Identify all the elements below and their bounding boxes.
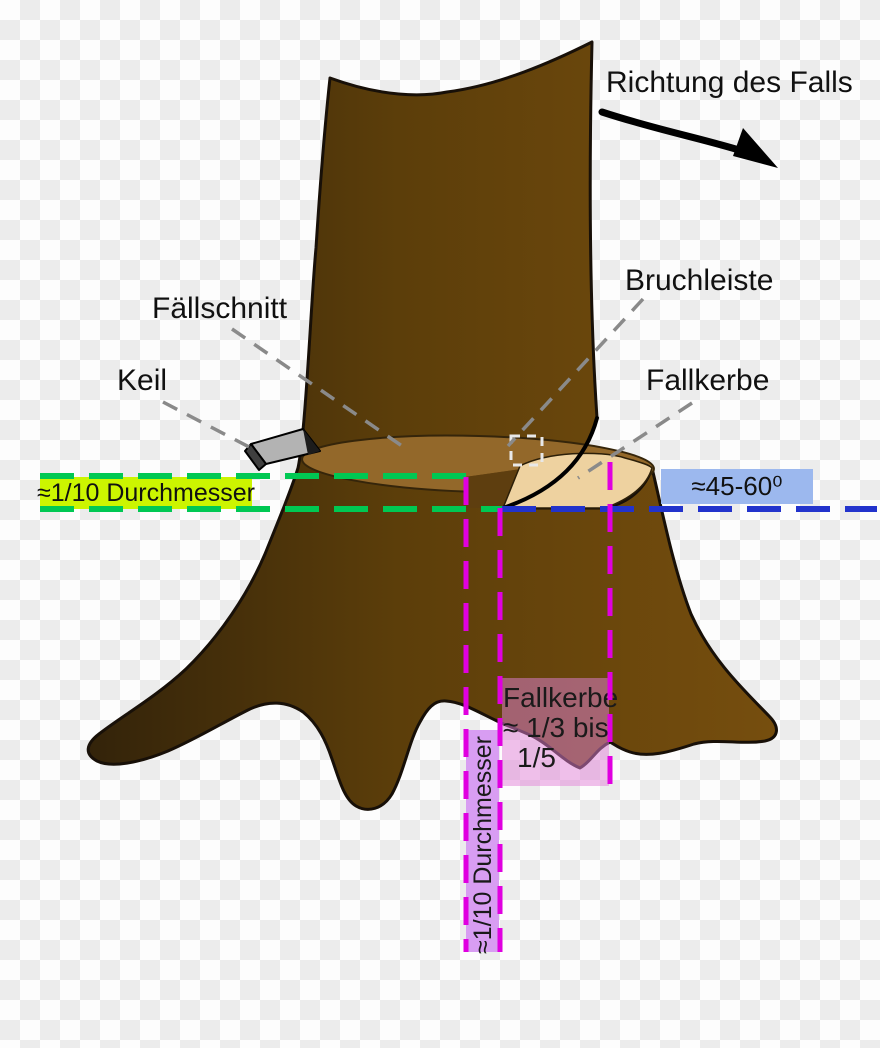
hinge-width-measure-box: ≈1/10 Durchmesser <box>37 477 255 509</box>
notch-back-wall-2 <box>465 464 557 508</box>
notch-depth-line2: ≈ 1/3 bis <box>503 712 609 743</box>
wedge-leader-line <box>162 400 254 451</box>
felling-cut-label: Fällschnitt <box>152 292 288 325</box>
notch-label: Fallkerbe <box>646 364 770 397</box>
hinge-marker-square <box>509 434 544 467</box>
notch-back-wall <box>465 464 557 508</box>
hinge-width-measure-label: ≈1/10 Durchmesser <box>37 478 255 507</box>
fall-direction-arrow <box>598 108 778 168</box>
wedge-label: Keil <box>117 364 168 397</box>
stump-width-measure-text: ≈1/10 Durchmesser <box>468 736 497 954</box>
cut-edge-arc <box>501 416 599 510</box>
trunk-shape <box>86 40 778 811</box>
notch-angle-measure-box: ≈45-60⁰ <box>661 469 813 504</box>
notch-face <box>501 452 653 509</box>
notch-angle-measure-label: ≈45-60⁰ <box>691 471 783 501</box>
hinge-leader-line <box>506 297 645 448</box>
stump-width-measure-label: ≈1/10 Durchmesser <box>468 725 498 965</box>
wedge-shape <box>244 428 321 471</box>
leader-lines <box>162 297 693 480</box>
felling-cut-leader-line <box>231 327 403 448</box>
felling-cut-surface <box>301 434 655 494</box>
hinge-label: Bruchleiste <box>625 264 774 297</box>
notch-depth-line1: Fallkerbe <box>503 682 619 713</box>
direction-of-fall-label: Richtung des Falls <box>606 66 853 99</box>
notch-leader-line <box>577 401 693 480</box>
notch-depth-line3: 1/5 <box>517 742 556 773</box>
notch-depth-measure-label: Fallkerbe ≈ 1/3 bis 1/5 <box>503 683 618 773</box>
